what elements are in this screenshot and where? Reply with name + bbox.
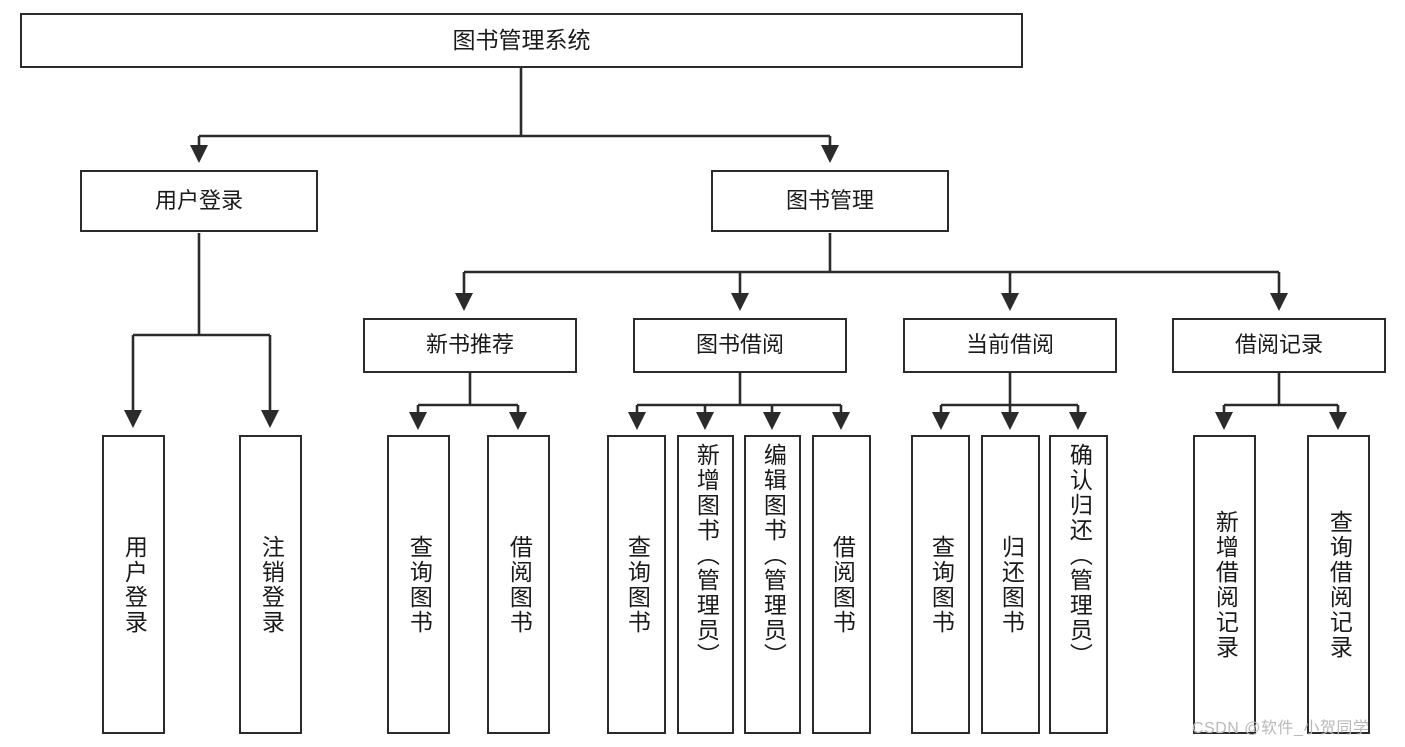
node-label: 当前借阅 bbox=[965, 332, 1054, 358]
node-leaf-cur-query-book[interactable]: 查询图书 bbox=[911, 435, 970, 734]
node-book-borrowing[interactable]: 图书借阅 bbox=[633, 318, 847, 373]
node-label: 图书借阅 bbox=[695, 332, 784, 358]
node-new-book-recommendation[interactable]: 新书推荐 bbox=[363, 318, 577, 373]
node-leaf-return-book[interactable]: 归还图书 bbox=[981, 435, 1040, 734]
node-label: 借阅记录 bbox=[1234, 332, 1323, 358]
node-label: 新增图书（管理员） bbox=[693, 443, 720, 668]
node-user-login[interactable]: 用户登录 bbox=[80, 170, 318, 232]
node-leaf-confirm-return-admin[interactable]: 确认归还（管理员） bbox=[1049, 435, 1108, 734]
node-label: 用户登录 bbox=[121, 534, 148, 635]
node-label: 查询图书 bbox=[624, 534, 651, 635]
node-label: 查询借阅记录 bbox=[1326, 509, 1353, 660]
node-label: 图书管理系统 bbox=[452, 26, 591, 53]
node-borrowing-record[interactable]: 借阅记录 bbox=[1172, 318, 1386, 373]
node-leaf-add-borrow-record[interactable]: 新增借阅记录 bbox=[1193, 435, 1256, 734]
node-label: 借阅图书 bbox=[829, 534, 856, 635]
node-label: 查询图书 bbox=[928, 534, 955, 635]
node-leaf-rec-borrow-book[interactable]: 借阅图书 bbox=[487, 435, 550, 734]
node-leaf-edit-book-admin[interactable]: 编辑图书（管理员） bbox=[744, 435, 801, 734]
node-label: 编辑图书（管理员） bbox=[760, 443, 787, 668]
node-label: 借阅图书 bbox=[506, 534, 533, 635]
node-label: 注销登录 bbox=[258, 534, 285, 635]
node-leaf-rec-query-book[interactable]: 查询图书 bbox=[387, 435, 450, 734]
node-label: 图书管理 bbox=[785, 187, 874, 213]
csdn-watermark: CSDN @软件_小贺同学 bbox=[1192, 720, 1370, 737]
node-current-borrowing[interactable]: 当前借阅 bbox=[903, 318, 1117, 373]
node-leaf-borrow-take-book[interactable]: 借阅图书 bbox=[812, 435, 871, 734]
node-leaf-user-login[interactable]: 用户登录 bbox=[102, 435, 165, 734]
node-label: 归还图书 bbox=[998, 534, 1025, 635]
node-leaf-add-book-admin[interactable]: 新增图书（管理员） bbox=[677, 435, 734, 734]
node-label: 确认归还（管理员） bbox=[1066, 443, 1093, 668]
node-leaf-borrow-query-book[interactable]: 查询图书 bbox=[607, 435, 666, 734]
node-label: 新书推荐 bbox=[425, 332, 514, 358]
node-label: 新增借阅记录 bbox=[1212, 509, 1239, 660]
node-leaf-user-logout[interactable]: 注销登录 bbox=[239, 435, 302, 734]
node-book-management[interactable]: 图书管理 bbox=[711, 170, 949, 232]
node-leaf-query-borrow-record[interactable]: 查询借阅记录 bbox=[1307, 435, 1370, 734]
node-label: 用户登录 bbox=[154, 187, 243, 213]
node-label: 查询图书 bbox=[406, 534, 433, 635]
node-root-book-management-system[interactable]: 图书管理系统 bbox=[20, 13, 1023, 68]
